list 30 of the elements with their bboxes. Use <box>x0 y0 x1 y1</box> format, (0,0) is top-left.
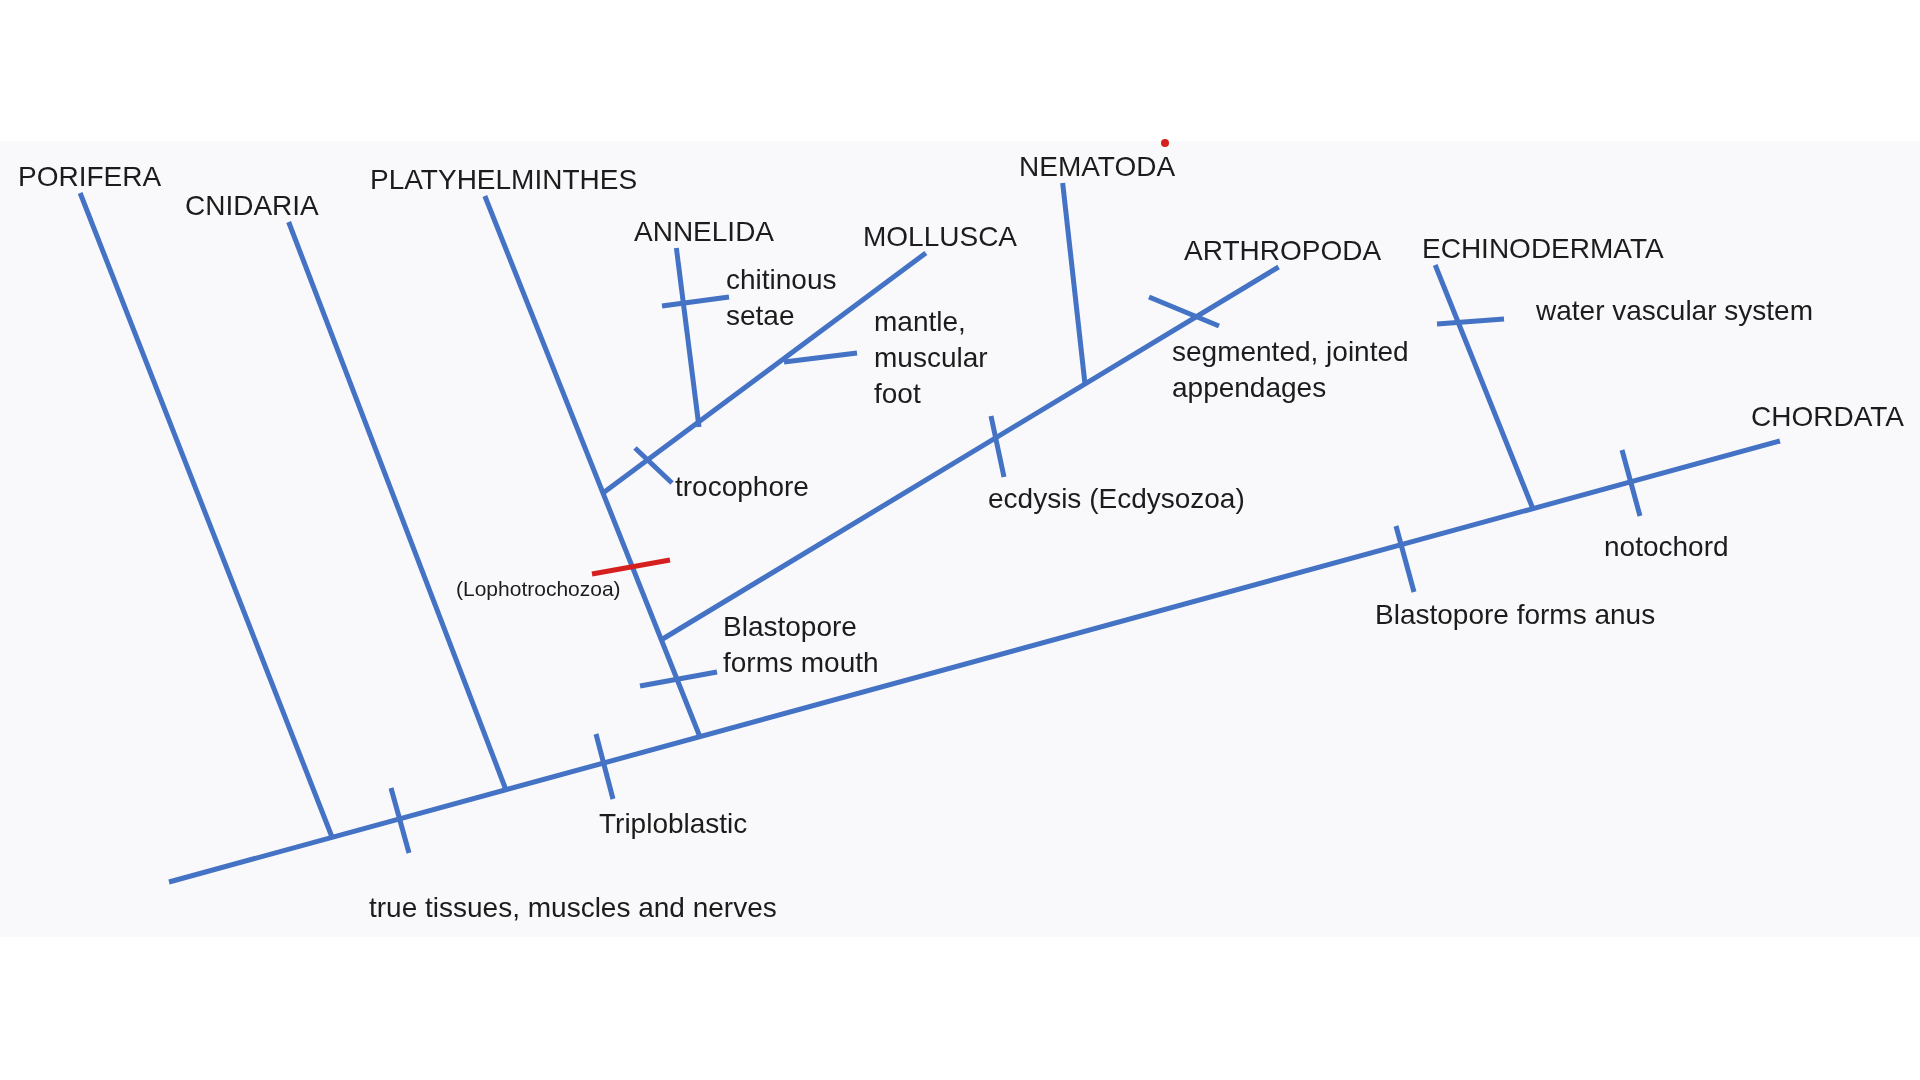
taxon-label: CNIDARIA <box>185 190 319 222</box>
branch-line <box>1060 182 1088 385</box>
branch-line <box>168 438 1781 885</box>
branch-line <box>286 221 509 791</box>
trait-label: segmented, jointed appendages <box>1172 335 1410 405</box>
taxon-label: NEMATODA <box>1019 151 1176 183</box>
taxon-label: CHORDATA <box>1751 401 1904 441</box>
taxon-label: ARTHROPODA <box>1184 235 1382 267</box>
branch-line <box>482 195 703 738</box>
branch-line <box>601 251 928 495</box>
taxon-label: ANNELIDA <box>634 216 775 248</box>
trait-label: trocophore <box>675 470 809 504</box>
branch-line <box>659 264 1280 643</box>
taxon-label: ECHINODERMATA <box>1422 233 1664 265</box>
taxon-label: PLATYHELMINTHES <box>370 164 638 196</box>
trait-label: Blastopore forms mouth <box>723 610 880 680</box>
trait-label: Blastopore forms anus <box>1375 598 1656 632</box>
taxon-label: PORIFERA <box>18 161 162 193</box>
trait-label: water vascular system <box>1536 294 1813 328</box>
trait-label: (Lophotrochozoa) <box>456 577 621 601</box>
branch-line <box>1432 264 1536 510</box>
trait-label: chitinous setae <box>726 263 838 333</box>
taxon-label: MOLLUSCA <box>863 221 1018 253</box>
trait-label: mantle, muscular foot <box>874 305 989 411</box>
trait-label: true tissues, muscles and nerves <box>369 891 777 925</box>
trait-label: notochord <box>1604 530 1729 564</box>
trait-label: ecdysis (Ecdysozoa) <box>988 482 1245 516</box>
branch-line <box>673 247 702 428</box>
trait-label: Triploblastic <box>599 807 748 841</box>
branch-line <box>77 192 335 838</box>
